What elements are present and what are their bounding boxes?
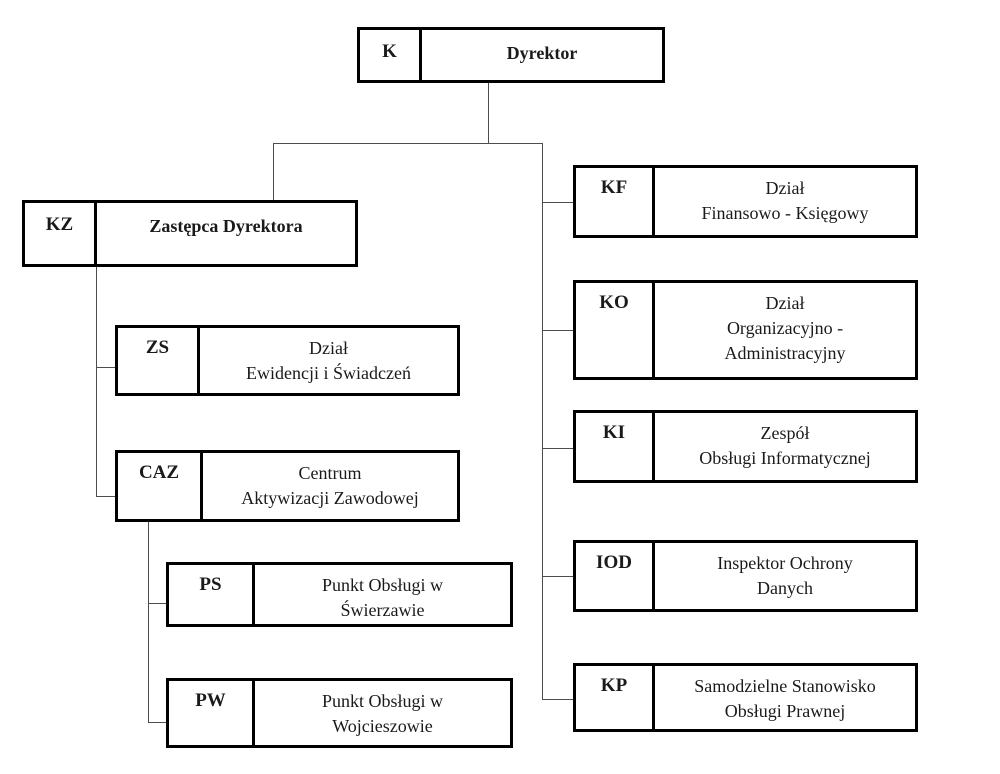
org-node-label: Zastępca Dyrektora: [149, 216, 303, 236]
connector-stub-ki: [542, 448, 573, 449]
org-node-code: CAZ: [118, 453, 203, 519]
org-node-code: KZ: [25, 203, 97, 264]
org-node-code: PW: [169, 681, 255, 745]
org-node-code: K: [360, 30, 422, 80]
org-node-label: Dział Finansowo - Księgowy: [701, 178, 869, 223]
org-node-label: Punkt Obsługi w Świerzawie: [321, 575, 444, 620]
connector-stub-ko: [542, 330, 573, 331]
connector-top-horizontal: [273, 143, 543, 144]
connector-dyrektor-down: [488, 83, 489, 143]
connector-caz-trunk: [148, 522, 149, 723]
org-node-code: KF: [576, 168, 655, 235]
org-node-code: IOD: [576, 543, 655, 609]
org-node-label: Dział Ewidencji i Świadczeń: [246, 338, 411, 383]
org-node-dzial-organizacyjno-administracyjny: KO Dział Organizacyjno - Administracyjny: [573, 280, 918, 380]
org-node-code: ZS: [118, 328, 200, 393]
org-node-zespol-obslugi-informatycznej: KI Zespół Obsługi Informatycznej: [573, 410, 918, 483]
org-node-label: Inspektor Ochrony Danych: [717, 553, 853, 598]
org-node-label: Dyrektor: [506, 43, 578, 63]
org-node-code: KI: [576, 413, 655, 480]
org-node-punkt-obslugi-wojcieszow: PW Punkt Obsługi w Wojcieszowie: [166, 678, 513, 748]
org-node-code: KO: [576, 283, 655, 377]
connector-stub-kp: [542, 699, 573, 700]
org-node-label: Samodzielne Stanowisko Obsługi Prawnej: [694, 676, 876, 721]
connector-kz-drop: [273, 143, 274, 200]
connector-stub-pw: [148, 722, 166, 723]
connector-stub-zs: [96, 367, 115, 368]
connector-stub-kf: [542, 202, 573, 203]
org-node-punkt-obslugi-swierzawa: PS Punkt Obsługi w Świerzawie: [166, 562, 513, 627]
org-node-dyrektor: K Dyrektor: [357, 27, 665, 83]
connector-kz-trunk: [96, 267, 97, 497]
connector-stub-caz: [96, 496, 115, 497]
org-node-code: PS: [169, 565, 255, 624]
org-node-zastepca-dyrektora: KZ Zastępca Dyrektora: [22, 200, 358, 267]
org-node-code: KP: [576, 666, 655, 729]
org-node-centrum-aktywizacji-zawodowej: CAZ Centrum Aktywizacji Zawodowej: [115, 450, 460, 522]
org-node-dzial-ewidencji-i-swiadczen: ZS Dział Ewidencji i Świadczeń: [115, 325, 460, 396]
org-node-samodzielne-stanowisko-obslugi-prawnej: KP Samodzielne Stanowisko Obsługi Prawne…: [573, 663, 918, 732]
connector-stub-ps: [148, 603, 166, 604]
org-node-label: Zespół Obsługi Informatycznej: [699, 423, 871, 468]
org-node-label: Centrum Aktywizacji Zawodowej: [241, 463, 419, 508]
org-node-label: Dział Organizacyjno - Administracyjny: [724, 293, 846, 363]
org-node-label: Punkt Obsługi w Wojcieszowie: [321, 691, 444, 736]
connector-right-trunk: [542, 143, 543, 700]
connector-stub-iod: [542, 576, 573, 577]
org-node-dzial-finansowo-ksiegowy: KF Dział Finansowo - Księgowy: [573, 165, 918, 238]
org-node-inspektor-ochrony-danych: IOD Inspektor Ochrony Danych: [573, 540, 918, 612]
